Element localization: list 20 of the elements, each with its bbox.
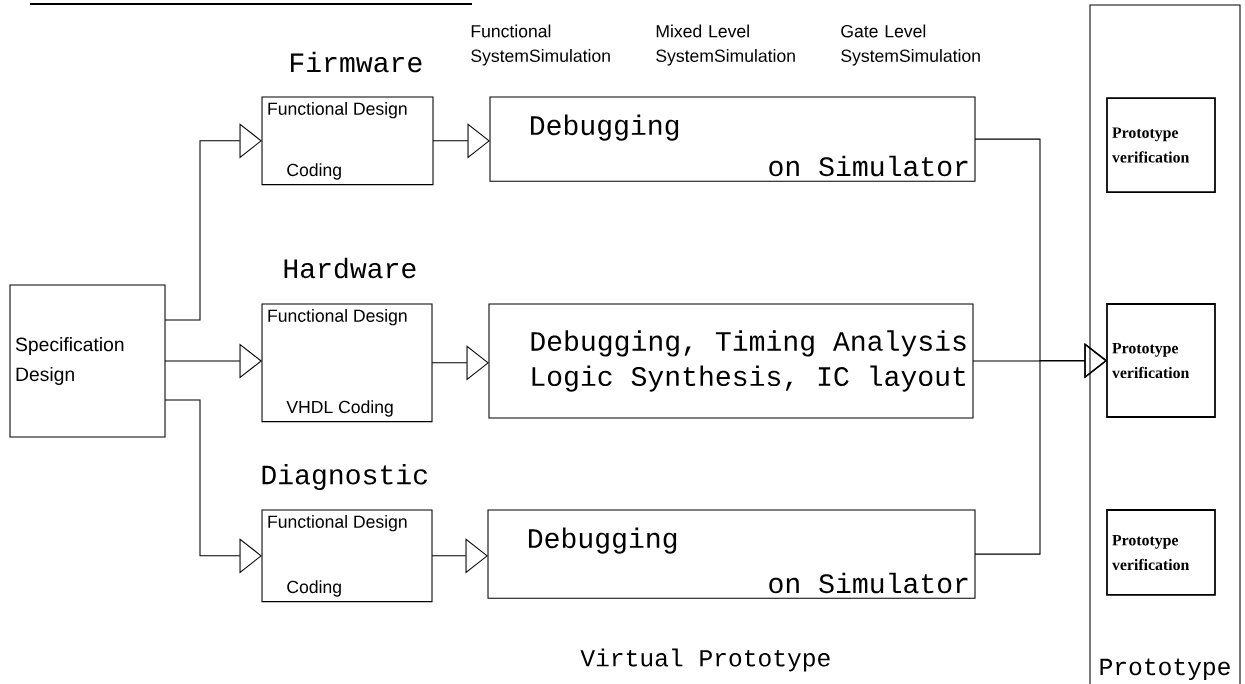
process-box: Functional Design VHDL Coding [261,303,433,423]
lane-heading: Hardware [284,257,416,279]
process-box: Debugging on Simulator [487,509,976,599]
arrow [164,123,262,321]
lane-heading: Firmware [291,51,422,73]
lane-heading: Diagnostic [262,463,427,491]
process-box: Debugging, Timing Analysis Logic Synthesis, IC layout [488,303,974,419]
stage-heading: Virtual Prototype [580,648,830,672]
process-box: Specification Design [9,284,166,438]
column-heading: Gate Level SystemSimulation [841,24,980,66]
process-box: Prototype verification [1106,97,1216,193]
arrow [974,342,1107,555]
arrow [164,343,262,379]
process-box: Functional Design Coding [261,509,433,603]
process-box: Debugging on Simulator [489,96,976,182]
process-box: Functional Design Coding [261,96,434,186]
column-heading: Mixed Level SystemSimulation [656,24,795,66]
process-box: Prototype verification [1106,509,1216,596]
process-box: Prototype verification [1106,303,1216,418]
column-heading: Functional SystemSimulation [471,24,610,66]
